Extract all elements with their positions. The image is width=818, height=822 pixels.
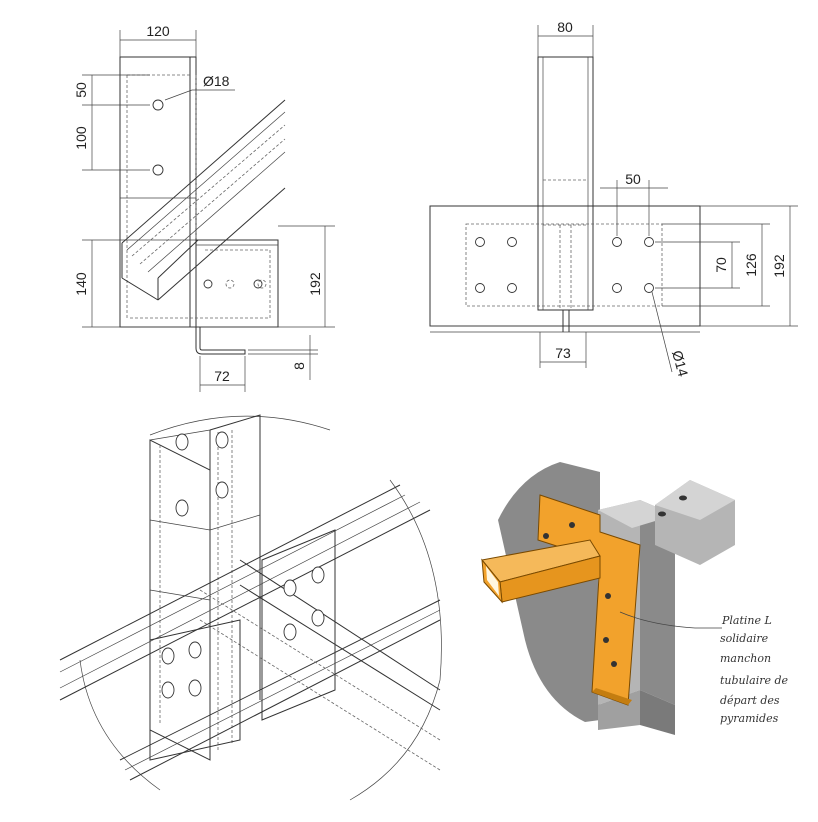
note-line-6: pyramides [720, 712, 779, 725]
note-line-3: manchon [720, 652, 771, 665]
side-hole-upper [152, 99, 164, 111]
dim-side-top-offset: 50 [73, 82, 89, 98]
side-base-plate [120, 239, 279, 355]
front-tube [537, 56, 594, 311]
iso-post [149, 414, 261, 761]
dim-side-total-height: 192 [307, 272, 323, 296]
dim-front-hole-dia: Ø14 [669, 349, 691, 379]
dim-front-slot-width: 73 [555, 345, 571, 361]
front-view: 80 50 70 126 192 73 Ø14 [429, 19, 798, 379]
side-hole-lower [152, 164, 164, 176]
front-holes [475, 237, 654, 293]
note-line-5: départ des [720, 694, 780, 707]
isometric-view [59, 414, 442, 801]
dim-side-plate-width: 72 [214, 368, 230, 384]
dim-front-inner-height: 126 [743, 253, 759, 277]
front-base-plate [429, 205, 701, 327]
iso-beams [59, 484, 441, 781]
iso-front-plate [149, 619, 241, 761]
dim-front-hole-spacing-h: 50 [625, 171, 641, 187]
side-view: 120 50 100 Ø18 140 192 8 7 [73, 23, 335, 392]
dim-side-hole-dia: Ø18 [203, 73, 230, 89]
render-note: Platine L solidaire manchon tubulaire de… [720, 614, 789, 725]
dim-side-width: 120 [146, 23, 170, 39]
dim-front-tube-width: 80 [557, 19, 573, 35]
note-line-2: solidaire [720, 632, 769, 645]
dim-side-hole-spacing: 100 [73, 126, 89, 150]
note-line-4: tubulaire de [720, 674, 789, 687]
front-dimensions: 80 50 70 126 192 73 Ø14 [537, 19, 798, 379]
iso-side-plate [261, 529, 336, 721]
side-dimensions: 120 50 100 Ø18 140 192 8 7 [73, 23, 335, 392]
iso-bolts [161, 431, 325, 699]
dim-front-hole-spacing-v: 70 [713, 257, 729, 273]
diagonal-channel [121, 99, 286, 301]
dim-front-plate-height: 192 [771, 254, 787, 278]
note-line-1: Platine L [721, 614, 772, 627]
dim-side-lower-height: 140 [73, 272, 89, 296]
dim-side-bottom-offset: 8 [291, 362, 307, 370]
render-view: Platine L solidaire manchon tubulaire de… [481, 462, 789, 735]
